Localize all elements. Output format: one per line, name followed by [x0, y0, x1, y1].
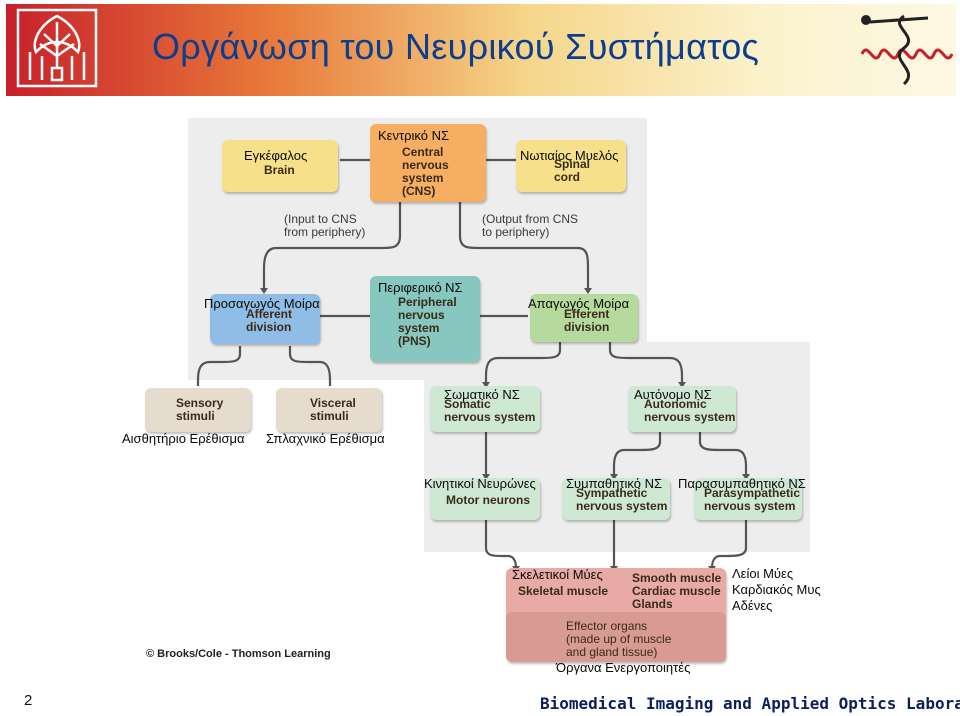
sensory-stimuli-box: [145, 388, 251, 432]
sensory-stimuli-greek-label: Αισθητήριο Ερέθισμα: [122, 431, 245, 446]
somatic-greek-label: Σωματικό ΝΣ: [444, 387, 520, 402]
smooth-cardiac-glands-greek-label: Λείοι Μύες Καρδιακός Μυς Αδένες: [732, 566, 821, 613]
smooth-cardiac-glands-english-label: Smooth muscle Cardiac muscle Glands: [632, 571, 722, 611]
brain-english-label: Brain: [264, 163, 295, 177]
parasympathetic-box: [694, 478, 802, 520]
motor-neurons-box: [430, 478, 540, 520]
spinal-cord-greek-label: Νωτιαίος Μυελός: [520, 148, 619, 163]
pns-english-label: Peripheral nervous system (PNS): [398, 295, 457, 348]
somatic-english-label: Somatic nervous system: [444, 397, 536, 424]
afferent-english-label: Afferent division: [246, 307, 293, 334]
visceral-stimuli-greek-label: Σπλαχνικό Ερέθισμα: [266, 431, 385, 446]
output-note: (Output from CNS to periphery): [482, 212, 579, 239]
motor-neurons-greek-label: Κινητικοί Νευρώνες: [424, 476, 536, 491]
pns-box: [370, 276, 480, 362]
effector-organs-english-label: Effector organs (made up of muscle and g…: [566, 619, 672, 659]
efferent-box: [530, 294, 638, 342]
effector-organs-greek-label: Όργανα Ενεργοποιητές: [556, 660, 691, 675]
autonomic-box: [628, 386, 736, 432]
brain-box: [222, 140, 338, 192]
sympathetic-box: [562, 478, 670, 520]
image-credit: © Brooks/Cole - Thomson Learning: [146, 648, 331, 660]
efferent-greek-label: Απαγωγός Μοίρα: [528, 296, 630, 311]
cns-box: [370, 124, 486, 202]
autonomic-english-label: Autonomic nervous system: [644, 397, 736, 424]
efferent-english-label: Efferent division: [564, 307, 610, 334]
afferent-box: [210, 294, 320, 344]
somatic-box: [430, 386, 540, 432]
cns-greek-label: Κεντρικό ΝΣ: [378, 128, 449, 143]
cns-english-label: Central nervous system (CNS): [402, 145, 449, 198]
lab-waveform-logo: [860, 14, 954, 86]
parasympathetic-greek-label: Παρασυμπαθητικό ΝΣ: [678, 476, 806, 491]
visceral-stimuli-english-label: Visceral stimuli: [310, 396, 356, 423]
brain-greek-label: Εγκέφαλος: [244, 148, 308, 163]
page-number: 2: [24, 692, 33, 709]
spinal-cord-english-label: Spinal cord: [554, 157, 591, 184]
input-note: (Input to CNS from periphery): [284, 212, 366, 239]
afferent-greek-label: Προσαγωγός Μοίρα: [204, 296, 320, 311]
sympathetic-greek-label: Συμπαθητικό ΝΣ: [566, 476, 663, 491]
sensory-stimuli-english-label: Sensory stimuli: [176, 396, 224, 423]
skeletal-muscle-greek-label: Σκελετικοί Μύες: [512, 567, 603, 582]
footer-lab-name: Biomedical Imaging and Applied Optics La…: [540, 694, 960, 713]
spinal-cord-box: [516, 140, 626, 192]
title-banner: [6, 4, 956, 96]
sympathetic-english-label: Sympathetic nervous system: [576, 486, 668, 513]
effector-organs-base: [506, 612, 726, 662]
skeletal-muscle-english-label: Skeletal muscle: [518, 584, 609, 598]
pns-greek-label: Περιφερικό ΝΣ: [378, 280, 463, 295]
motor-neurons-english-label: Motor neurons: [446, 493, 530, 507]
parasympathetic-english-label: Parasympathetic nervous system: [704, 486, 801, 513]
visceral-stimuli-box: [276, 388, 382, 432]
slide-title: Οργάνωση του Νευρικού Συστήματος: [152, 26, 760, 67]
university-tree-logo: [16, 8, 98, 88]
autonomic-greek-label: Αυτόνομο ΝΣ: [634, 387, 712, 402]
